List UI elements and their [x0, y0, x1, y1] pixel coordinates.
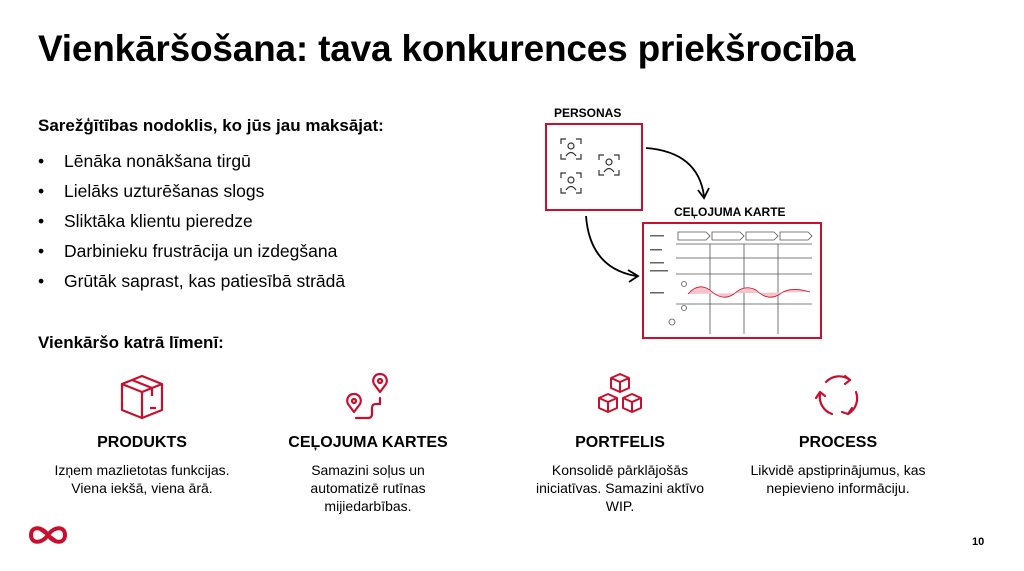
column-title: CEĻOJUMA KARTES [288, 434, 448, 451]
flow-arrows [585, 147, 710, 283]
complexity-bullet-list: •Lēnāka nonākšana tirgū •Lielāks uzturēš… [38, 150, 345, 300]
bullet-item: •Lielāks uzturēšanas slogs [38, 181, 265, 201]
persona-person-icon [598, 154, 620, 176]
cycle-arrows-icon [814, 374, 859, 416]
persona-person-icon [560, 138, 582, 160]
bullet-item: •Grūtāk saprast, kas patiesībā strādā [38, 271, 346, 291]
journey-map-thumbnail [650, 231, 813, 334]
column-produkts: PRODUKTS Izņem mazlietotas funkcijas. Vi… [42, 370, 242, 497]
column-process: PROCESS Likvidē apstiprinājumus, kas nep… [738, 370, 938, 497]
brand-logo-icon [28, 526, 68, 544]
complexity-tax-heading: Sarežģītības nodoklis, ko jūs jau maksāj… [38, 116, 384, 135]
arrow-persona-to-journey [645, 147, 705, 197]
arrow-to-journey-map [585, 215, 637, 277]
stacked-boxes-icon [598, 373, 642, 413]
persona-icons [560, 138, 620, 194]
column-portfelis: PORTFELIS Konsolidē pārklājošās iniciatī… [520, 370, 720, 515]
bullet-item: •Darbinieku frustrācija un izdegšana [38, 241, 338, 261]
slide-title: Vienkāršošana: tava konkurences priekšro… [38, 28, 856, 69]
journey-map-label: CEĻOJUMA KARTE [674, 205, 786, 219]
column-title: PORTFELIS [575, 434, 665, 451]
persona-box [545, 123, 643, 211]
column-description: Izņem mazlietotas funkcijas. Viena iekšā… [54, 462, 230, 496]
column-title: PROCESS [798, 434, 878, 451]
persona-label: PERSONAS [554, 106, 622, 120]
journey-map-box [642, 222, 822, 339]
route-pins-icon [346, 372, 388, 420]
page-number: 10 [972, 536, 985, 548]
simplify-heading: Vienkāršo katrā līmenī: [38, 333, 224, 352]
column-celojuma-kartes: CEĻOJUMA KARTES Samazini soļus un automa… [268, 370, 468, 515]
bullet-item: •Lēnāka nonākšana tirgū [38, 151, 251, 171]
column-description: Likvidē apstiprinājumus, kas nepievieno … [750, 462, 926, 496]
box-icon [120, 374, 164, 420]
column-title: PRODUKTS [97, 434, 187, 451]
column-description: Samazini soļus un automatizē rutīnas mij… [310, 462, 426, 514]
column-description: Konsolidē pārklājošās iniciatīvas. Samaz… [535, 462, 705, 514]
persona-person-icon [560, 172, 582, 194]
bullet-item: •Sliktāka klientu pieredze [38, 211, 253, 231]
